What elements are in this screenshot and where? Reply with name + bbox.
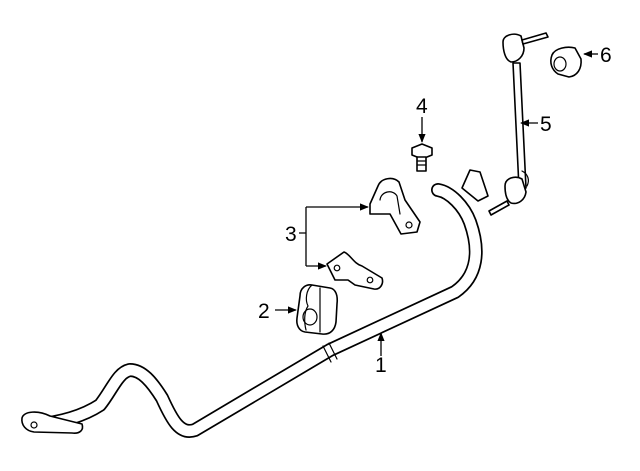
link-boot-icon[interactable]	[550, 46, 582, 78]
callout-3: 3	[285, 223, 297, 246]
callout-4: 4	[416, 95, 428, 118]
bolt-icon[interactable]	[411, 143, 433, 172]
leader-3-bracket	[299, 207, 307, 266]
callout-1: 1	[375, 354, 387, 377]
callout-5: 5	[540, 113, 552, 136]
bracket-icon[interactable]	[326, 177, 421, 290]
bushing-icon[interactable]	[296, 284, 339, 335]
callout-2: 2	[258, 300, 270, 323]
stabilizer-bar-icon[interactable]	[21, 183, 483, 438]
callout-6: 6	[600, 44, 612, 67]
stabilizer-link-icon[interactable]	[461, 32, 549, 216]
